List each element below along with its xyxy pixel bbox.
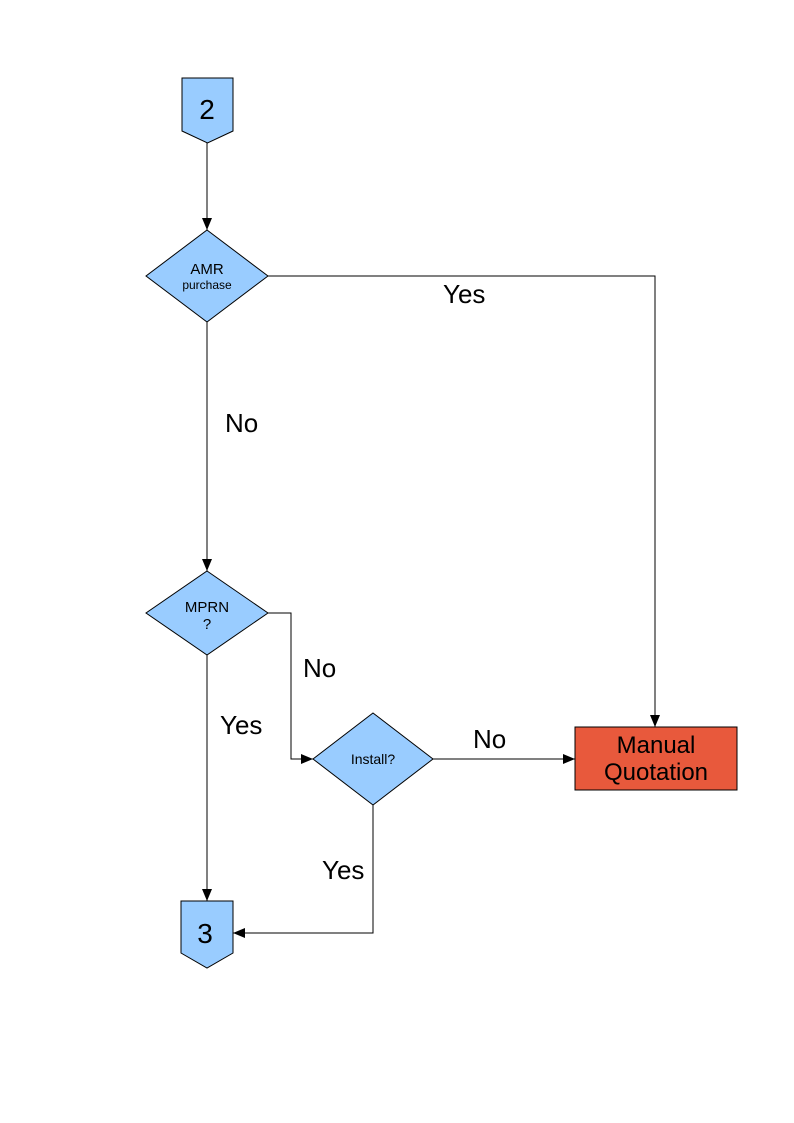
manual-quotation-label-line1: Manual bbox=[617, 732, 696, 759]
manual-quotation-shape bbox=[574, 726, 738, 791]
connector-3-shape bbox=[180, 900, 234, 969]
edge-label-install-no: No bbox=[473, 724, 506, 754]
node-amr-purchase: AMR purchase bbox=[145, 229, 269, 323]
amr-purchase-label-line2: purchase bbox=[182, 278, 232, 292]
edge-label-mprn-yes: Yes bbox=[220, 710, 262, 740]
edge-label-install-yes: Yes bbox=[322, 855, 364, 885]
manual-quotation-label-line2: Quotation bbox=[604, 759, 708, 786]
install-label: Install? bbox=[351, 751, 396, 767]
edge-label-mprn-no: No bbox=[303, 653, 336, 683]
connector-2-shape bbox=[181, 77, 234, 144]
amr-purchase-shape bbox=[145, 229, 269, 323]
node-mprn: MPRN ? bbox=[145, 570, 269, 656]
edge-label-amr-yes: Yes bbox=[443, 279, 485, 309]
node-manual-quotation: Manual Quotation bbox=[574, 726, 738, 791]
edge-label-amr-no: No bbox=[225, 408, 258, 438]
node-connector-2: 2 bbox=[181, 77, 234, 144]
edge-mprn-no bbox=[268, 612, 313, 764]
install-shape bbox=[312, 712, 434, 806]
edge-install-yes bbox=[233, 805, 374, 938]
mprn-label-line1: MPRN bbox=[185, 599, 229, 616]
connector-3-label: 3 bbox=[197, 918, 213, 949]
node-connector-3: 3 bbox=[180, 900, 234, 969]
amr-purchase-label-line1: AMR bbox=[190, 261, 224, 278]
connector-2-label: 2 bbox=[199, 94, 215, 125]
mprn-label-line2: ? bbox=[203, 616, 211, 633]
edge-amr-yes bbox=[268, 275, 660, 727]
node-install: Install? bbox=[312, 712, 434, 806]
mprn-shape bbox=[145, 570, 269, 656]
